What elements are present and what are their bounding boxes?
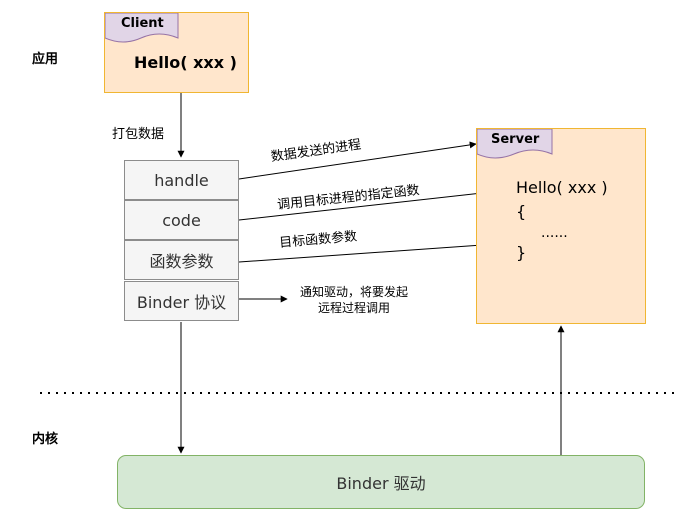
binder-protocol-cell: Binder 协议 [124,281,239,321]
server-tab-label: Server [491,132,540,147]
client-call-text: Hello( xxx ) [134,53,237,72]
send-data-label: 数据发送的进程 [269,137,363,165]
target-args-label: 目标函数参数 [278,229,358,251]
client-tab-label: Client [121,16,164,31]
server-tab-shape [477,129,553,159]
pack-data-label: 打包数据 [112,127,165,142]
server-body-text: ...... [541,225,568,241]
code-cell: code [124,200,239,240]
call-target-label: 调用目标进程的指定函数 [276,183,421,213]
function-args-cell: 函数参数 [124,240,239,280]
server-box: Server Hello( xxx ) { ...... } [476,128,646,324]
server-func-text: Hello( xxx ) [516,178,608,197]
server-open-brace: { [516,202,527,221]
notify-line-1: 通知驱动，将要发起 [300,285,409,299]
handle-cell: handle [124,160,239,200]
notify-line-2: 远程过程调用 [318,301,391,315]
notify-label: 通知驱动，将要发起 远程过程调用 [300,284,408,316]
client-tab-shape [105,13,179,43]
client-box: Client Hello( xxx ) [104,12,249,93]
binder-driver-box: Binder 驱动 [117,455,645,509]
kernel-layer-label: 内核 [32,432,59,447]
app-layer-label: 应用 [32,52,59,67]
server-close-brace: } [516,243,527,262]
